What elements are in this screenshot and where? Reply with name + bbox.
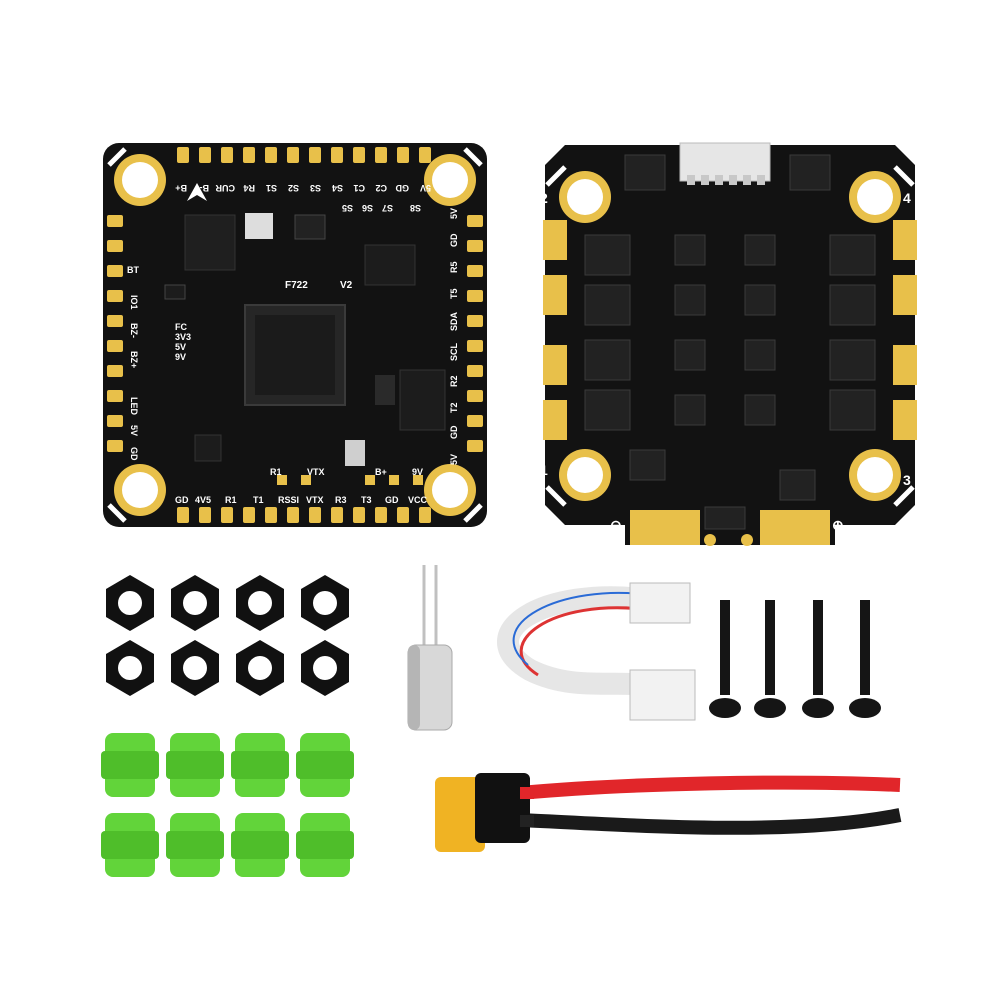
grommet-icon xyxy=(296,733,354,797)
nut-icon xyxy=(106,640,154,696)
corner-label-1: 1 xyxy=(540,462,548,478)
grommet-icon xyxy=(166,813,224,877)
right-pad-label: R2 xyxy=(449,375,459,387)
bottom-pad-label: GD xyxy=(385,495,399,505)
right-pad-label: SCL xyxy=(449,342,459,361)
bottom-pad2-label: 9V xyxy=(412,467,423,477)
right-pad-label: GD xyxy=(449,425,459,439)
bottom-pad2-label: VTX xyxy=(307,467,325,477)
corner-label-4: 4 xyxy=(903,190,911,206)
screw-icon xyxy=(709,600,741,718)
corner-label-3: 3 xyxy=(903,472,911,488)
grommet-icon xyxy=(101,733,159,797)
bottom-pad-label: GD xyxy=(175,495,189,505)
grommet-icon xyxy=(296,813,354,877)
top-pad-label: GD xyxy=(395,183,409,193)
nut-icon xyxy=(106,575,154,631)
bottom-pad-label: 4V5 xyxy=(195,495,211,505)
top-pad-label: C2 xyxy=(375,183,387,193)
capacitor-icon xyxy=(400,565,460,735)
top-pad-label: 5V xyxy=(420,183,431,193)
right-pad-label: 5V xyxy=(449,454,459,465)
esc-board: 2 4 1 3 ⊖ ⊕ xyxy=(535,135,925,555)
bottom-pad-label: RSSI xyxy=(278,495,299,505)
top-pad2-label: S8 xyxy=(410,203,421,213)
bottom-pad-label: VTX xyxy=(306,495,324,505)
bottom-pad-label: R1 xyxy=(225,495,237,505)
bottom-pad-label: T3 xyxy=(361,495,372,505)
nut-icon xyxy=(301,575,349,631)
corner-label-2: 2 xyxy=(540,190,548,206)
left-pad-label: BZ- xyxy=(129,323,139,338)
left-pad-label: IO1 xyxy=(129,295,139,310)
bottom-pad-label: R3 xyxy=(335,495,347,505)
top-pad2-label: S6 xyxy=(362,203,373,213)
nut-icon xyxy=(301,640,349,696)
flight-controller-board: F722 V2 BT FC 3V3 5V 9V B+ B- CUR R4 S1 … xyxy=(95,135,495,535)
top-pad-label: R4 xyxy=(243,183,255,193)
right-pad-label: SDA xyxy=(449,311,459,331)
bottom-pad2-label: B+ xyxy=(375,467,387,477)
plus-label: ⊕ xyxy=(832,517,844,533)
nuts-group xyxy=(95,570,365,705)
top-pad-label: S2 xyxy=(288,183,299,193)
top-pad-label: B+ xyxy=(175,183,187,193)
top-pad-label: B- xyxy=(200,183,210,193)
bt-label: BT xyxy=(127,265,139,275)
grommet-icon xyxy=(166,733,224,797)
chip-label: F722 xyxy=(285,280,308,291)
bottom-pad2-label: R1 xyxy=(270,467,282,477)
left-pad-label: 5V xyxy=(129,425,139,436)
screws-group xyxy=(700,595,900,720)
screw-icon xyxy=(802,600,834,718)
left-pad-label: LED xyxy=(129,397,139,416)
nut-icon xyxy=(171,575,219,631)
v33-label: 3V3 xyxy=(175,332,191,342)
screw-icon xyxy=(754,600,786,718)
grommet-icon xyxy=(101,813,159,877)
top-pad-label: S1 xyxy=(266,183,277,193)
grommet-icon xyxy=(231,733,289,797)
left-pad-label: GD xyxy=(129,447,139,461)
v9-label: 9V xyxy=(175,352,186,362)
nut-icon xyxy=(171,640,219,696)
version-label: V2 xyxy=(340,280,353,291)
right-pad-label: R5 xyxy=(449,261,459,273)
right-pad-label: T2 xyxy=(449,402,459,413)
top-pad-label: C1 xyxy=(353,183,365,193)
left-pad-label: BZ+ xyxy=(129,351,139,368)
right-pad-label: T5 xyxy=(449,288,459,299)
top-pad-label: S4 xyxy=(332,183,343,193)
top-pad-label: CUR xyxy=(215,183,235,193)
connector-cable-icon xyxy=(480,575,710,750)
top-pad2-label: S5 xyxy=(342,203,353,213)
fc-label: FC xyxy=(175,322,187,332)
bottom-pad-label: VCC xyxy=(408,495,428,505)
nut-icon xyxy=(236,575,284,631)
grommet-icon xyxy=(231,813,289,877)
power-lead-icon xyxy=(430,765,910,875)
bottom-pad-label: T1 xyxy=(253,495,264,505)
top-pad2-label: S7 xyxy=(382,203,393,213)
v5-label: 5V xyxy=(175,342,186,352)
minus-label: ⊖ xyxy=(610,517,622,533)
top-pad-label: S3 xyxy=(310,183,321,193)
right-pad-label: GD xyxy=(449,233,459,247)
screw-icon xyxy=(849,600,881,718)
grommets-group xyxy=(95,725,365,890)
right-pad-label: 5V xyxy=(449,208,459,219)
nut-icon xyxy=(236,640,284,696)
